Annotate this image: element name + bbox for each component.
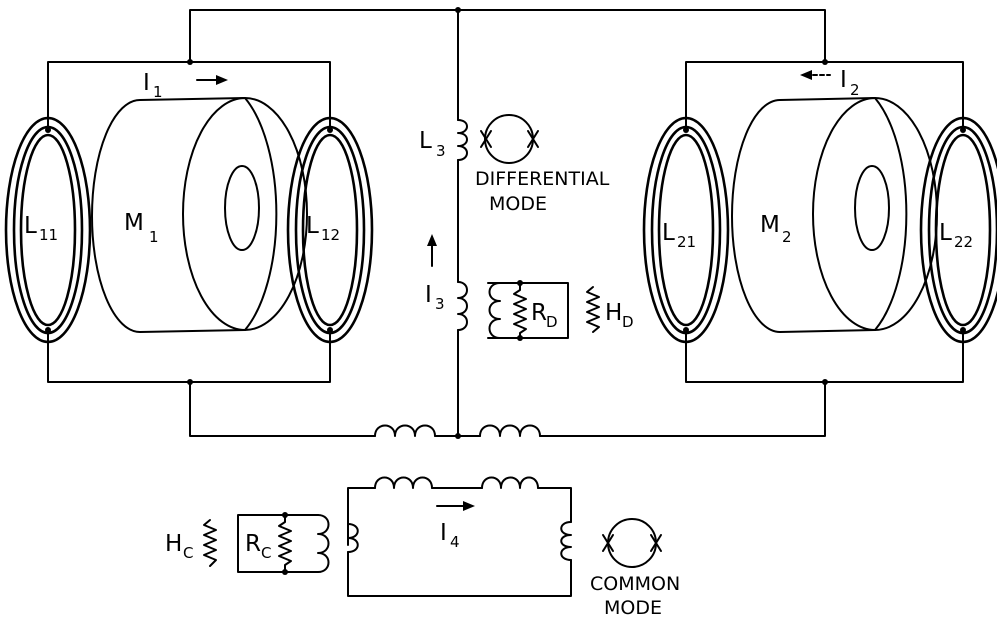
label-M2: M 2 xyxy=(760,212,792,246)
label-RD: R D xyxy=(531,300,558,331)
svg-text:MODE: MODE xyxy=(604,597,662,619)
svg-text:H: H xyxy=(605,300,622,326)
svg-text:21: 21 xyxy=(677,233,696,251)
coil-L22 xyxy=(919,116,997,344)
label-I2: I 2 xyxy=(840,67,860,99)
inductor-L3-mid xyxy=(457,281,468,331)
svg-text:COMMON: COMMON xyxy=(590,573,680,595)
label-I3: I 3 xyxy=(425,282,445,313)
svg-text:C: C xyxy=(183,544,193,562)
inductor-RC-coupled xyxy=(317,514,330,573)
svg-text:11: 11 xyxy=(39,226,58,244)
inductor-bottom-right xyxy=(479,424,541,437)
svg-text:M: M xyxy=(124,210,144,236)
label-L3-top: L 3 xyxy=(419,128,446,160)
coil-L12 xyxy=(286,116,374,344)
svg-text:D: D xyxy=(622,313,634,331)
label-HC: H C xyxy=(165,531,193,562)
resistor-RD xyxy=(513,282,527,339)
svg-text:2: 2 xyxy=(850,81,860,99)
inductor-common-right xyxy=(481,476,539,489)
label-RC: R C xyxy=(245,531,271,562)
svg-text:12: 12 xyxy=(321,226,340,244)
inductor-common-side-left xyxy=(347,523,359,553)
label-I1: I 1 xyxy=(143,70,163,101)
svg-text:I: I xyxy=(425,282,432,308)
svg-text:MODE: MODE xyxy=(489,193,547,215)
magnet-M1 xyxy=(91,97,308,333)
label-L22: L 22 xyxy=(939,220,973,251)
svg-text:R: R xyxy=(245,531,261,557)
svg-text:1: 1 xyxy=(149,228,159,246)
label-M1: M 1 xyxy=(124,210,159,246)
junction-dots xyxy=(45,7,966,575)
arrow-I1 xyxy=(196,75,228,85)
inductor-common-left xyxy=(374,476,433,489)
svg-text:H: H xyxy=(165,531,182,557)
label-L21: L 21 xyxy=(662,220,696,251)
label-L12: L 12 xyxy=(306,213,340,244)
svg-text:C: C xyxy=(261,544,271,562)
svg-text:L: L xyxy=(24,213,37,239)
svg-text:DIFFERENTIAL: DIFFERENTIAL xyxy=(475,168,610,190)
label-HD: H D xyxy=(605,300,634,331)
resistor-RC xyxy=(278,514,292,573)
coil-L11 xyxy=(4,116,92,344)
inductor-common-side-right xyxy=(560,521,572,561)
inductor-L3-top xyxy=(457,119,468,161)
svg-text:I: I xyxy=(143,70,150,96)
inductor-bottom-left xyxy=(374,424,436,437)
svg-text:3: 3 xyxy=(436,142,446,160)
svg-text:L: L xyxy=(419,128,432,154)
resistor-HD xyxy=(586,286,600,333)
label-L11: L 11 xyxy=(24,213,58,244)
svg-text:D: D xyxy=(546,313,558,331)
svg-text:L: L xyxy=(306,213,319,239)
svg-text:1: 1 xyxy=(153,83,163,101)
svg-text:M: M xyxy=(760,212,780,238)
arrow-I4 xyxy=(436,501,475,511)
svg-text:3: 3 xyxy=(435,295,445,313)
wiring xyxy=(47,9,964,597)
arrow-I3 xyxy=(427,234,437,267)
differential-mode-symbol xyxy=(480,114,539,164)
label-I4: I 4 xyxy=(440,520,460,551)
resistor-HC xyxy=(203,519,217,567)
coil-L21 xyxy=(642,116,730,344)
svg-text:L: L xyxy=(939,220,952,246)
svg-text:L: L xyxy=(662,220,675,246)
svg-text:2: 2 xyxy=(782,228,792,246)
svg-text:4: 4 xyxy=(450,533,460,551)
svg-text:I: I xyxy=(440,520,447,546)
caption-differential-mode: DIFFERENTIAL MODE xyxy=(475,168,610,215)
arrow-I2 xyxy=(800,70,831,80)
svg-text:R: R xyxy=(531,300,547,326)
svg-text:22: 22 xyxy=(954,233,973,251)
caption-common-mode: COMMON MODE xyxy=(590,573,680,619)
inductor-RD-coupled xyxy=(488,282,501,339)
common-mode-symbol xyxy=(602,518,662,568)
svg-text:I: I xyxy=(840,67,847,93)
